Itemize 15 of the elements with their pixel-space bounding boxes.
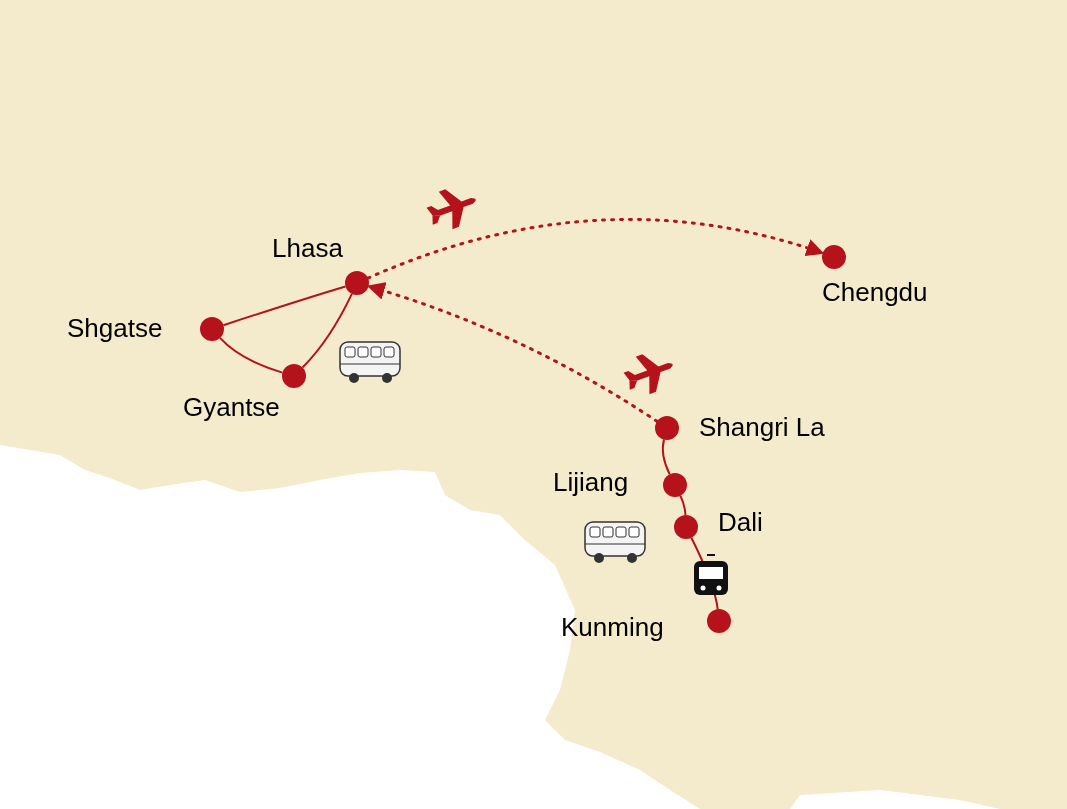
city-name: Kunming: [561, 612, 664, 642]
city-name: Chengdu: [822, 277, 928, 307]
city-name: Lhasa: [272, 233, 343, 263]
city-name: Lijiang: [553, 467, 629, 497]
flight-route: [366, 282, 659, 423]
route-line: [219, 336, 284, 374]
city-name: Dali: [718, 507, 763, 537]
route-line: [679, 494, 687, 516]
city-name: Shgatse: [67, 313, 163, 343]
route-line: [661, 438, 671, 476]
flight-route: [366, 217, 825, 280]
route-line: [301, 292, 353, 369]
city-name: Gyantse: [183, 392, 280, 422]
city-name: Shangri La: [699, 412, 825, 442]
route-line: [222, 285, 347, 327]
